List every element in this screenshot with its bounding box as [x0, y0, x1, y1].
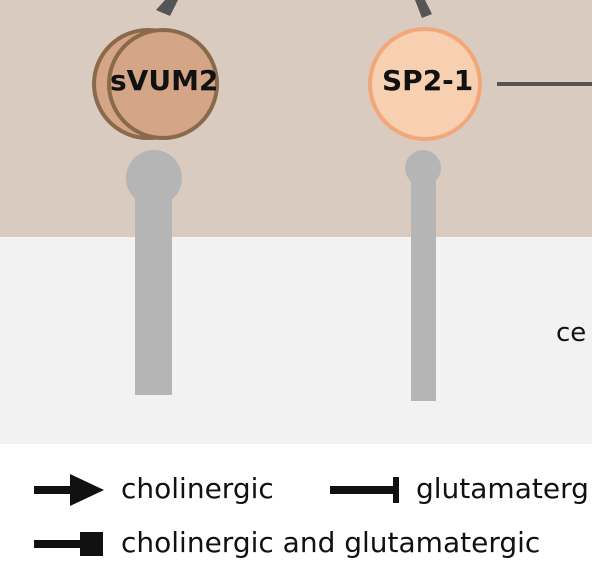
sp2-1-process-head — [405, 150, 441, 186]
region-label: ce — [556, 318, 587, 348]
lower-region-background — [0, 237, 592, 444]
svum2-process-head — [126, 150, 182, 206]
glutamatergic-tbar-icon — [330, 477, 399, 503]
legend-glutamatergic-label: glutamaterg — [416, 472, 589, 505]
legend-cholinergic-label: cholinergic — [121, 472, 274, 505]
svum2-process — [135, 180, 172, 395]
cholinergic-glutamatergic-square-icon — [34, 532, 103, 556]
sp2-1-right-connection — [497, 82, 592, 86]
svum2-top-connection — [156, 0, 178, 16]
upper-region-background — [0, 0, 592, 237]
sp2-1-top-connection — [415, 0, 432, 18]
svum2-cell-body — [107, 28, 219, 140]
svum2-label: sVUM2 — [110, 64, 219, 97]
legend-both-label: cholinergic and glutamatergic — [121, 526, 541, 559]
sp2-1-cell-body — [368, 27, 482, 141]
cholinergic-arrow-icon — [34, 474, 104, 506]
sp2-1-process — [411, 170, 436, 401]
sp2-1-label: SP2-1 — [382, 64, 474, 97]
